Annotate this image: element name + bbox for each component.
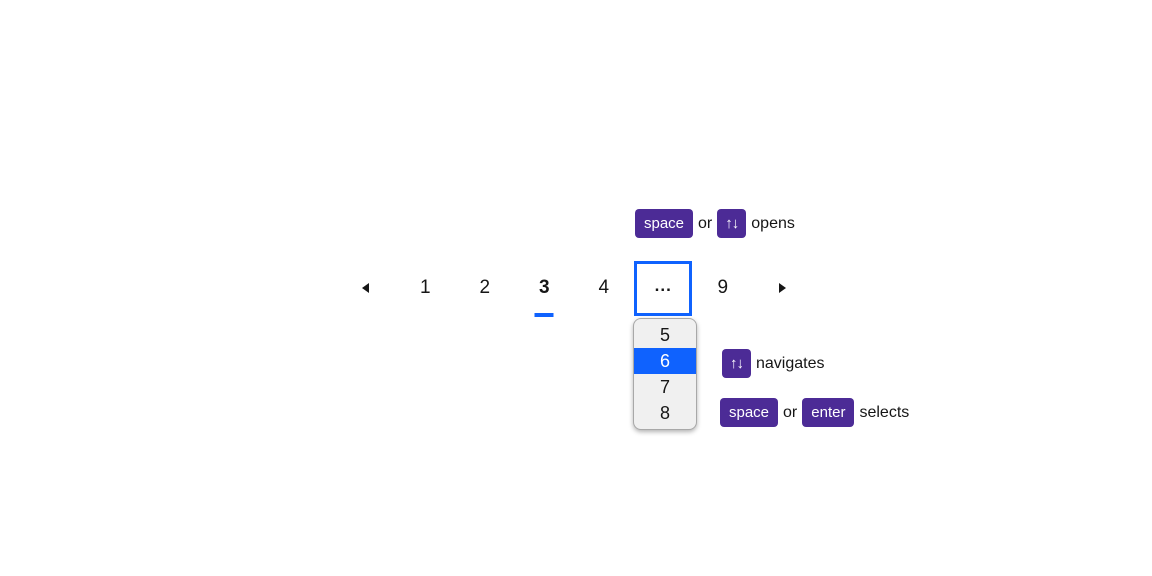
dropdown-option-5[interactable]: 5 bbox=[659, 324, 670, 345]
dropdown-option-6-selected[interactable]: 6 bbox=[634, 348, 696, 374]
page-button-1[interactable]: 1 bbox=[419, 277, 431, 298]
current-page-indicator bbox=[534, 313, 554, 317]
prev-page-button[interactable] bbox=[336, 260, 396, 316]
kbd-space-badge: space bbox=[635, 209, 694, 238]
hint-selects: space or enter selects bbox=[720, 398, 909, 427]
hint-action-opens: opens bbox=[751, 214, 795, 232]
hint-conjunction: or bbox=[698, 214, 713, 232]
current-page-label: 3 bbox=[538, 277, 550, 298]
hint-conjunction: or bbox=[783, 403, 798, 421]
page-overflow-dropdown-button[interactable]: ... bbox=[634, 260, 693, 316]
kbd-enter-badge: enter bbox=[802, 398, 855, 427]
next-page-button[interactable] bbox=[753, 260, 813, 316]
hint-navigates: ↑↓ navigates bbox=[722, 349, 825, 378]
page-button-2[interactable]: 2 bbox=[479, 277, 491, 298]
overflow-slot: ... bbox=[634, 260, 694, 316]
up-down-arrows-icon: ↑↓ bbox=[722, 349, 751, 378]
page-button-3-current[interactable]: 3 bbox=[515, 260, 575, 317]
dropdown-option-8[interactable]: 8 bbox=[659, 402, 670, 423]
prev-caret-icon bbox=[362, 283, 370, 293]
page-overflow-menu: 5 6 7 8 bbox=[633, 318, 697, 430]
hint-opens: space or ↑↓ opens bbox=[635, 209, 795, 238]
up-down-arrows-icon: ↑↓ bbox=[717, 209, 747, 238]
kbd-space-badge: space bbox=[720, 398, 779, 427]
hint-action-selects: selects bbox=[859, 403, 910, 421]
next-caret-icon bbox=[778, 283, 786, 293]
page-button-9[interactable]: 9 bbox=[717, 277, 729, 298]
page-button-4[interactable]: 4 bbox=[598, 277, 610, 298]
hint-action-navigates: navigates bbox=[756, 354, 825, 372]
pagination-nav: 1 2 3 4 ... 9 bbox=[336, 260, 813, 317]
dropdown-option-7[interactable]: 7 bbox=[659, 376, 670, 397]
